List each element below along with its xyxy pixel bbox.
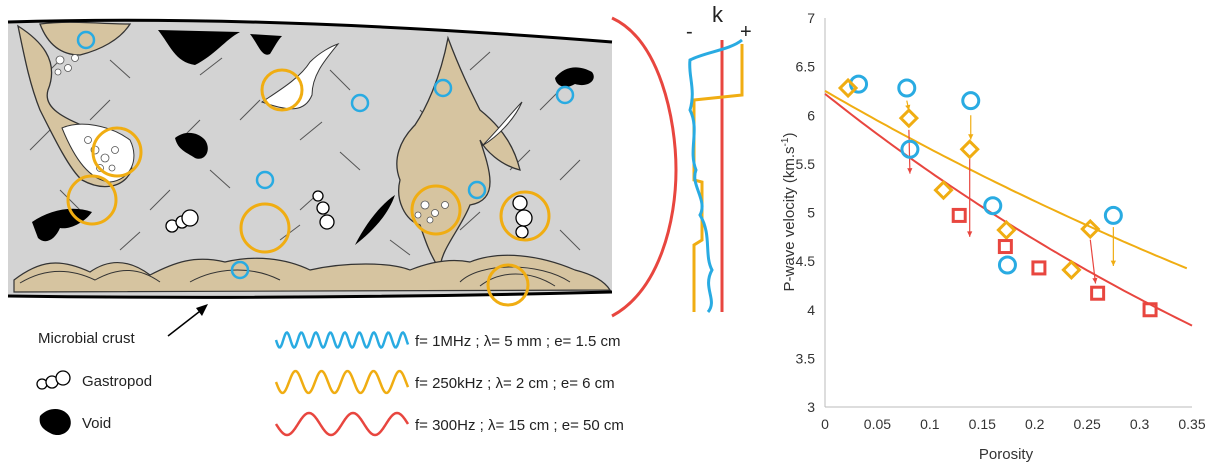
diamond-point (1080, 218, 1101, 240)
y-axis-title: P-wave velocity (km.s-1) (780, 133, 798, 292)
diamond-point (837, 77, 859, 99)
legend-wave-2-label: f= 250kHz ; λ= 2 cm ; e= 6 cm (415, 375, 615, 392)
microbial-crust-arrow (167, 307, 205, 337)
circle-point (900, 139, 920, 159)
void-crack (355, 195, 395, 245)
shift-arrowhead (907, 168, 913, 174)
circle-point (997, 255, 1017, 275)
velocity-porosity-chart: 0 0.05 0.1 0.15 0.2 0.25 0.3 0.35 3 3.5 4 4.5 5 5.5 6 6… (780, 10, 1206, 463)
velocity-porosity-chart-panel: 0 0.05 0.1 0.15 0.2 0.25 0.3 0.35 3 3.5 4 4.5 5 5.5 6 6… (770, 0, 1223, 464)
square-point (1031, 260, 1047, 276)
x-axis-title: Porosity (979, 446, 1034, 463)
y-tick-label: 5.5 (796, 156, 816, 172)
k-profile-minus: - (686, 21, 693, 43)
gastropod-legend-icon (36, 370, 71, 390)
void-white-crack (260, 42, 340, 110)
void-legend-icon (39, 409, 71, 436)
circle-point (1103, 205, 1123, 225)
void-top-2 (250, 34, 282, 55)
void-left-1 (175, 132, 208, 159)
y-tick-label: 4.5 (796, 253, 816, 269)
shift-arrowhead (1092, 277, 1098, 284)
void-white-thin (481, 101, 523, 147)
y-tick-label: 5 (807, 205, 815, 221)
x-tick-label: 0.25 (1074, 416, 1101, 432)
rock-section-panel: k - + Microbial crust Gastropod Void f= … (7, 2, 752, 437)
diamond-point (933, 180, 954, 201)
diamond-point (1061, 259, 1082, 280)
rock-section-diagram: k - + Microbial crust Gastropod Void f= … (7, 2, 752, 437)
legend-void-label: Void (82, 415, 111, 432)
diamond-point (898, 108, 920, 129)
sediment-top-left (39, 21, 132, 56)
k-profile-orange-line (692, 44, 744, 312)
chart-trend-curves (824, 90, 1193, 327)
circle-point (983, 196, 1003, 216)
diamond-point (996, 219, 1017, 241)
legend-wave-3-label: f= 300Hz ; λ= 15 cm ; e= 50 cm (415, 417, 624, 434)
y-tick-label: 4 (807, 302, 815, 318)
lamina-lines (19, 266, 571, 287)
x-tick-label: 0.05 (864, 416, 891, 432)
diamond-point (959, 139, 980, 160)
wave-high-freq-icon (274, 331, 410, 349)
x-tick-label: 0.1 (920, 416, 940, 432)
trend-curve (824, 90, 1188, 270)
shift-arrow (908, 129, 911, 174)
k-profile-plus: + (740, 21, 752, 43)
red-sampling-bracket (611, 16, 678, 318)
y-tick-label: 7 (807, 10, 815, 26)
x-tick-label: 0 (821, 416, 829, 432)
gastropods (165, 190, 533, 239)
shift-arrow (1089, 239, 1097, 284)
legend-gastropod-label: Gastropod (82, 373, 152, 390)
x-tick-label: 0.15 (969, 416, 996, 432)
shift-arrowhead (967, 231, 973, 237)
wave-low-freq-icon (274, 411, 410, 437)
chart-shift-arrows (905, 100, 1116, 284)
chart-points (837, 74, 1158, 318)
square-point (1090, 285, 1106, 301)
k-profile-title: k (712, 2, 724, 27)
y-tick-label: 6 (807, 107, 815, 123)
shift-arrowhead (968, 134, 974, 140)
k-profile-blue-line (688, 38, 743, 313)
microbial-crust-arrowhead (196, 304, 208, 316)
y-tick-label: 3.5 (796, 350, 816, 366)
rock-top-border (7, 18, 613, 44)
legend-wave-1-label: f= 1MHz ; λ= 5 mm ; e= 1.5 cm (415, 333, 620, 350)
void-right (555, 67, 594, 87)
blue-sampling-volumes (76, 30, 575, 280)
y-tick-label: 3 (807, 399, 815, 415)
shift-arrowhead (1110, 260, 1116, 266)
x-tick-label: 0.35 (1178, 416, 1205, 432)
orange-sampling-volumes (66, 68, 551, 307)
circle-point (961, 91, 981, 111)
sediment-tree (396, 35, 521, 273)
chart-axes: 0 0.05 0.1 0.15 0.2 0.25 0.3 0.35 3 3.5 4 4.5 5 5.5 6 6… (796, 10, 1206, 432)
square-point (951, 207, 967, 223)
wave-mid-freq-icon (274, 369, 410, 395)
void-top-1 (158, 30, 240, 65)
square-point (997, 239, 1013, 255)
circle-point (897, 78, 917, 98)
y-tick-label: 6.5 (796, 59, 816, 75)
x-tick-label: 0.3 (1130, 416, 1150, 432)
legend-microbial-crust-label: Microbial crust (38, 330, 136, 347)
trend-curve (824, 93, 1193, 327)
x-tick-label: 0.2 (1025, 416, 1045, 432)
square-point (1142, 302, 1158, 318)
sediment-laminae (13, 254, 612, 293)
